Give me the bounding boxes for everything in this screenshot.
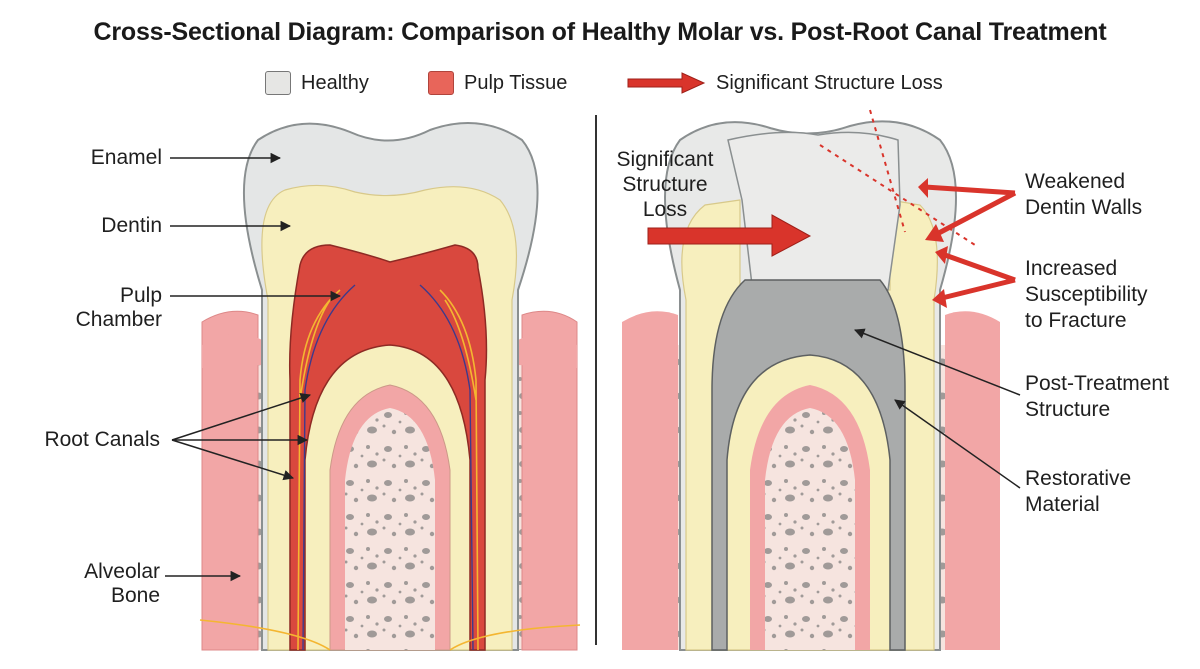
gum-right-band xyxy=(518,333,577,368)
weakened-arrowhead-2 xyxy=(925,224,944,242)
crown-restoration xyxy=(727,131,901,291)
label-bone-line1: Alveolar xyxy=(84,560,160,583)
post-treatment-structure xyxy=(711,279,906,651)
post-treatment-arrow xyxy=(854,328,1021,396)
nerve-branch-lines xyxy=(199,619,581,651)
red-swatch-icon xyxy=(428,71,454,95)
fracture-arrowhead-1 xyxy=(935,246,948,264)
nerve-lines xyxy=(297,289,479,651)
gray-swatch-icon xyxy=(265,71,291,95)
structure-loss-arrow xyxy=(647,214,812,257)
inter-root-bone-right xyxy=(765,408,855,650)
legend-item-healthy: Healthy xyxy=(265,68,369,98)
legend-item-loss: Significant Structure Loss xyxy=(626,68,943,98)
gum-right-panel-right xyxy=(945,311,1000,650)
root-canal-arrow-3 xyxy=(171,439,295,481)
restorative-arrow xyxy=(894,399,1021,489)
label-frac-line2: Susceptibility xyxy=(1025,283,1148,306)
label-bone-line2: Bone xyxy=(110,584,160,607)
red-arrow-icon xyxy=(627,72,706,94)
gum-right-outer xyxy=(521,310,578,651)
legend: Healthy Pulp Tissue Significant Structur… xyxy=(0,68,1200,98)
gum-left-band xyxy=(202,333,262,368)
vessel-lines xyxy=(302,284,474,651)
label-weak-line2: Dentin Walls xyxy=(1025,196,1143,219)
pulp-chamber-left xyxy=(288,244,488,651)
fracture-arrow-1 xyxy=(944,252,1016,283)
gum-right-panel-left xyxy=(622,311,678,650)
label-frac-line1: Increased xyxy=(1025,257,1118,280)
fracture-arrowhead-2 xyxy=(932,289,947,308)
weakened-arrow-1 xyxy=(924,184,1016,196)
label-loss-line3: Loss xyxy=(642,198,688,221)
healthy-molar-diagram xyxy=(165,121,581,651)
label-pulp-line1: Pulp xyxy=(119,284,162,307)
label-loss-line1: Significant xyxy=(616,148,714,171)
root-canal-arrow-1 xyxy=(171,392,311,441)
label-resto-line2: Material xyxy=(1025,493,1100,516)
label-post-line2: Structure xyxy=(1025,398,1111,421)
label-root-canals: Root Canals xyxy=(44,428,160,451)
label-pulp-line2: Chamber xyxy=(75,308,162,331)
page-title: Cross-Sectional Diagram: Comparison of H… xyxy=(93,18,1107,46)
legend-label-loss: Significant Structure Loss xyxy=(716,71,943,94)
legend-label-healthy: Healthy xyxy=(301,71,369,94)
label-dentin: Dentin xyxy=(101,214,162,237)
inter-root-bone xyxy=(345,408,435,650)
legend-item-pulp: Pulp Tissue xyxy=(428,68,567,98)
treated-molar-diagram xyxy=(622,109,1021,651)
weakened-arrow-2 xyxy=(933,190,1017,238)
fracture-arrow-2 xyxy=(941,277,1016,301)
label-post-line1: Post-Treatment xyxy=(1025,372,1169,395)
label-resto-line1: Restorative xyxy=(1025,467,1132,490)
legend-label-pulp: Pulp Tissue xyxy=(464,71,568,94)
label-loss-line2: Structure xyxy=(622,173,708,196)
label-weak-line1: Weakened xyxy=(1025,170,1126,193)
gum-left-outer xyxy=(201,310,259,651)
label-frac-line3: to Fracture xyxy=(1025,309,1127,332)
label-enamel: Enamel xyxy=(90,146,162,169)
weakened-arrowhead-1 xyxy=(918,178,928,198)
